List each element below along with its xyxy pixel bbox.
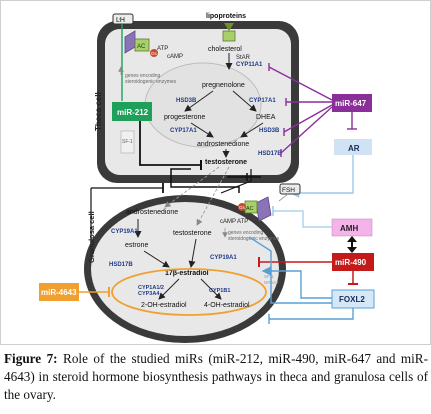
theca-sf1-box: [120, 130, 135, 154]
granulosa-atp: ATP: [237, 219, 248, 225]
granulosa-cyp19a1-right: CYP19A1: [210, 255, 237, 261]
figure-caption: Figure 7: Role of the studied miRs (miR-…: [4, 350, 428, 405]
lipoproteins-label: lipoproteins: [206, 13, 246, 20]
caption-text: Role of the studied miRs (miR-212, miR-4…: [4, 351, 428, 403]
mir212-box: [112, 102, 152, 121]
granulosa-camp: cAMP: [220, 219, 236, 225]
theca-cyp17a1-right: CYP17A1: [249, 98, 276, 104]
theca-genes-line1: genes encoding: [125, 73, 161, 79]
fsh-box: [279, 183, 301, 195]
granulosa-genes-line2: steroidogenic enzymes: [228, 236, 280, 242]
pregnenolone-label: pregnenolone: [202, 82, 245, 89]
granulosa-fsh-receptor: AC Gs: [238, 196, 272, 222]
theca-androstenedione: androstenedione: [197, 141, 249, 148]
estradiol-label: 17β-estradiol: [165, 270, 209, 277]
granulosa-cyp1b1: CYP1B1: [209, 288, 230, 294]
granulosa-sf1: SF-1: [264, 274, 274, 279]
lh-box: [112, 13, 134, 25]
granulosa-gs-circle: [238, 203, 246, 211]
figure-panel: Theca cell LH AC Gs ATP cAMP lipoprotein…: [0, 0, 431, 345]
lipoprotein-receptor: [222, 23, 236, 42]
granulosa-ac-label: AC: [246, 206, 254, 212]
ar-box: [334, 139, 372, 155]
cholesterol-label: cholesterol: [208, 46, 242, 53]
theca-cyp17a1-left: CYP17A1: [170, 128, 197, 134]
granulosa-label: Granulosa cell: [87, 211, 96, 263]
theca-testosterone: testosterone: [205, 159, 247, 166]
granulosa-cyp3a4: CYP3A4: [138, 291, 160, 297]
granulosa-androstenedione: androstenedione: [126, 209, 178, 216]
mir647-inhibition-lines: [268, 63, 357, 157]
foxl2-links: [248, 236, 354, 324]
theca-lh-receptor: AC Gs ATP cAMP: [124, 30, 183, 60]
granulosa-hsd17b: HSD17B: [109, 262, 133, 268]
theca-gs-circle: [150, 49, 158, 57]
theca-hsd17b: HSD17B: [258, 151, 282, 157]
ar-label: AR: [348, 144, 360, 153]
mir647-box: [332, 94, 372, 112]
mir4643-box: [39, 283, 79, 301]
theca-label: Theca cell: [94, 92, 103, 131]
progesterone-label: progesterone: [164, 114, 205, 121]
oh4-estradiol: 4-OH-estradiol: [204, 302, 250, 309]
star-label: StAR: [236, 55, 251, 61]
theca-camp: cAMP: [167, 54, 183, 60]
foxl2-label: FOXL2: [339, 295, 365, 304]
granulosa-cyp19a1-left: CYP19A1: [111, 229, 138, 235]
fsh-label: FSH: [282, 187, 295, 194]
dhea-label: DHEA: [256, 114, 276, 121]
theca-genes-line2: steroidogenic enzymes: [125, 79, 177, 85]
mir490-label: miR-490: [335, 258, 367, 267]
granulosa-testosterone: testosterone: [173, 230, 212, 237]
theca-cyp11a1: CYP11A1: [236, 62, 263, 68]
amh-label: AMH: [340, 224, 358, 233]
mir647-label: miR-647: [335, 99, 367, 108]
mir4643-label: miR-4643: [41, 288, 77, 297]
estrone-label: estrone: [125, 242, 148, 249]
mir490-box: [332, 253, 374, 271]
theca-atp: ATP: [157, 46, 168, 52]
caption-label: Figure 7:: [4, 351, 58, 366]
theca-hsd3b-left: HSD3B: [176, 98, 197, 104]
mir212-label: miR-212: [117, 108, 149, 117]
estradiol-metabolism-oval: [111, 268, 267, 316]
theca-ac-label: AC: [137, 44, 146, 50]
granulosa-cyp1a1: CYP1A1/2: [138, 285, 164, 291]
theca-nucleus: [144, 62, 262, 148]
theca-sf1-label: SF-1: [122, 139, 133, 145]
lh-label: LH: [116, 17, 125, 24]
oh2-estradiol: 2-OH-estradiol: [141, 302, 187, 309]
granulosa-genes-line1: genes encoding: [228, 230, 264, 236]
theca-gs-label: Gs: [151, 51, 158, 56]
granulosa-gs-label: Gs: [239, 205, 246, 210]
steroidogenesis-diagram: Theca cell LH AC Gs ATP cAMP lipoprotein…: [39, 13, 375, 343]
theca-hsd3b-right: HSD3B: [259, 128, 280, 134]
